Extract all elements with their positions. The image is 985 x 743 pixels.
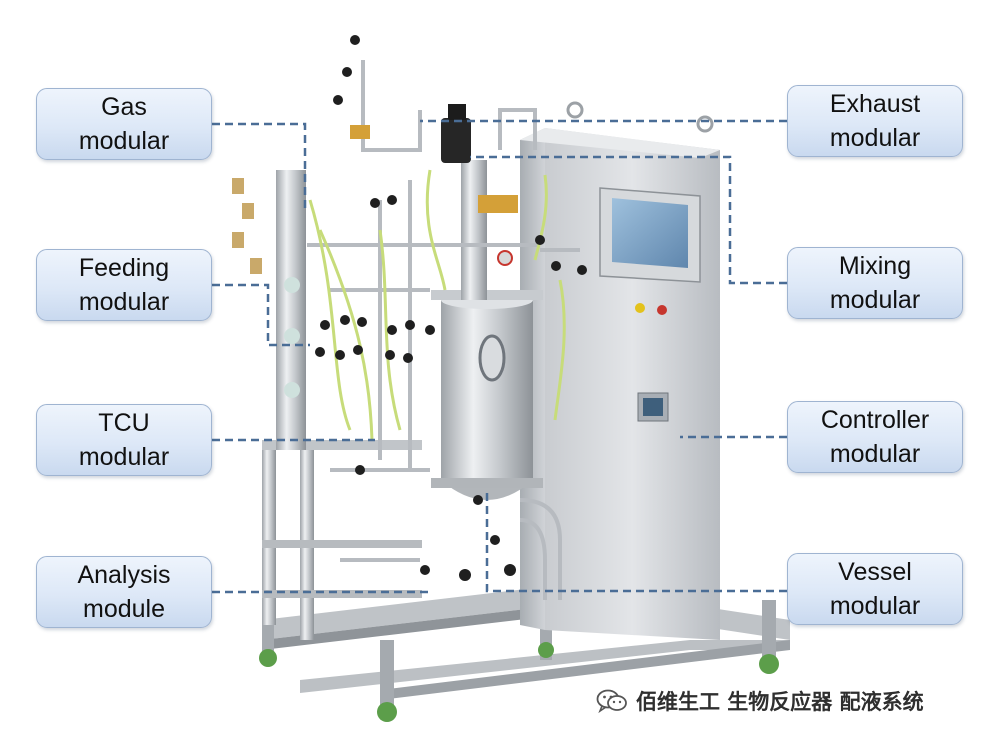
gas-modular-text: Gas modular (79, 90, 169, 158)
feeding-modular-label: Feeding modular (36, 249, 212, 321)
exhaust-modular-label: Exhaust modular (787, 85, 963, 157)
analysis-module-text: Analysis module (77, 558, 170, 626)
mixing-modular-text: Mixing modular (830, 249, 920, 317)
mixing-modular-label: Mixing modular (787, 247, 963, 319)
vessel-modular-label: Vessel modular (787, 553, 963, 625)
controller-cabinet (520, 103, 720, 640)
analysis-module-label: Analysis module (36, 556, 212, 628)
wechat-icon (596, 688, 628, 714)
tcu-modular-label: TCU modular (36, 404, 212, 476)
controller-modular-text: Controller modular (821, 403, 929, 471)
gas-modular-label: Gas modular (36, 88, 212, 160)
watermark: 佰维生工 生物反应器 配液系统 (596, 686, 924, 716)
watermark-text: 佰维生工 生物反应器 配液系统 (636, 686, 924, 716)
controller-modular-label: Controller modular (787, 401, 963, 473)
tcu-modular-text: TCU modular (79, 406, 169, 474)
feeding-modular-text: Feeding modular (79, 251, 169, 319)
exhaust-modular-text: Exhaust modular (830, 87, 920, 155)
vessel-modular-text: Vessel modular (830, 555, 920, 623)
